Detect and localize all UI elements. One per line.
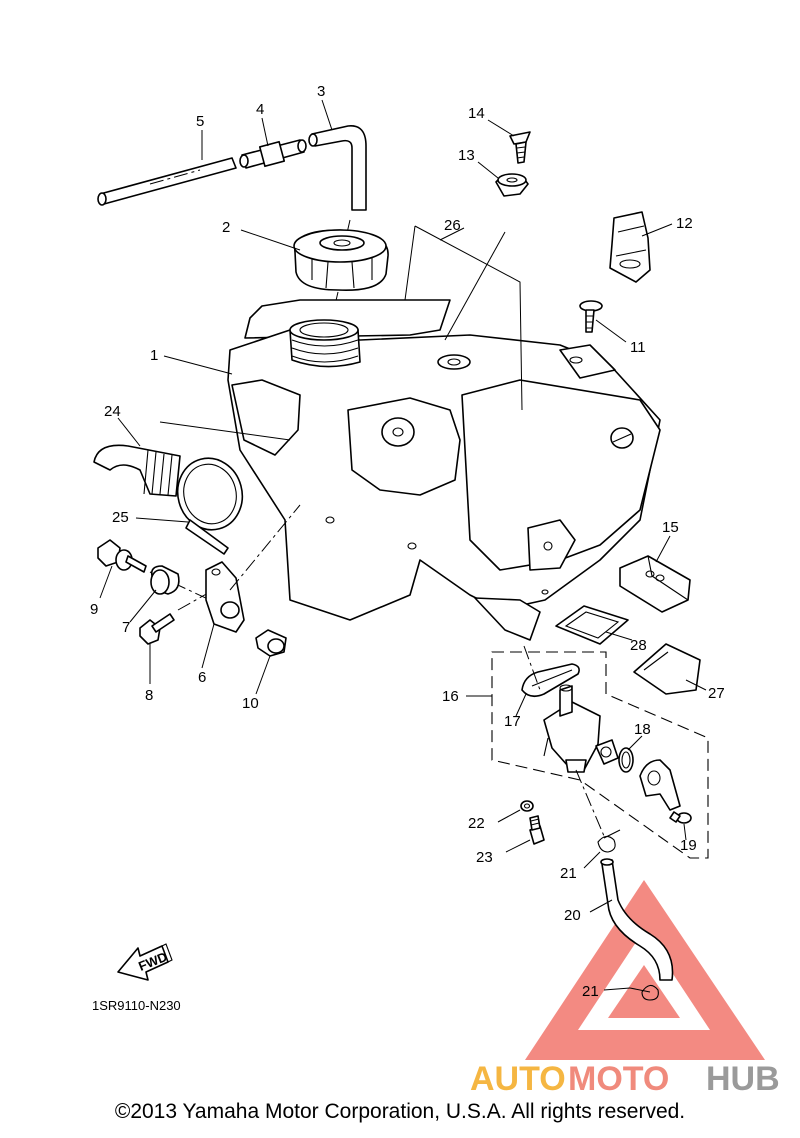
callout-6: 6: [198, 669, 206, 686]
callout-27: 27: [708, 685, 725, 702]
callout-5: 5: [196, 113, 204, 130]
watermark-brand-text: AUTO MOTO HUB: [470, 1060, 780, 1098]
part-16-fuel-cock-assembly-boundary: [491, 651, 709, 859]
callout-23: 23: [476, 849, 493, 866]
callout-numbers: 1 2 3 4 5 6 7 8 9 10 11 12 13 14 15 16 1…: [90, 83, 725, 1000]
part-24-damper-sleeve: [93, 421, 291, 497]
part-11-bolt: [579, 300, 603, 333]
part-18-o-ring: [618, 747, 634, 773]
fuel-cock-body: [543, 684, 619, 773]
callout-12: 12: [676, 215, 693, 232]
callout-4: 4: [256, 101, 264, 118]
part-14-screw: [509, 131, 531, 164]
callout-16: 16: [442, 688, 459, 705]
callout-8: 8: [145, 687, 153, 704]
callout-9: 9: [90, 601, 98, 618]
callout-10: 10: [242, 695, 259, 712]
part-17-gasket: [521, 645, 580, 698]
callout-15: 15: [662, 519, 679, 536]
part-4-check-valve: [239, 139, 307, 169]
part-23-bolt: [529, 815, 545, 845]
callout-17: 17: [504, 713, 521, 730]
part-20-fuel-hose: [600, 858, 674, 981]
callout-leader-lines: [99, 99, 707, 991]
callout-7: 7: [122, 619, 130, 636]
automotohub-watermark-logo: [525, 880, 765, 1060]
part-12-clip: [609, 211, 651, 283]
callout-26: 26: [444, 217, 461, 234]
part-19-screw: [669, 811, 692, 824]
part-10-collar: [255, 629, 287, 657]
callout-14: 14: [468, 105, 485, 122]
part-5-breather-hose: [97, 157, 237, 206]
part-2-fuel-tank-cap: [293, 229, 389, 319]
callout-18: 18: [634, 721, 651, 738]
watermark-text-moto: MOTO: [568, 1060, 669, 1098]
part-9-bolt-with-washer: [97, 539, 211, 601]
part-6-bracket: [205, 504, 301, 633]
part-28-protector-pad: [555, 605, 629, 645]
part-13-damper: [495, 173, 529, 197]
forward-direction-arrow: FWD: [117, 943, 173, 981]
callout-22: 22: [468, 815, 485, 832]
callout-25: 25: [112, 509, 129, 526]
callout-13: 13: [458, 147, 475, 164]
watermark-triangle: [525, 880, 765, 1060]
callout-21-upper: 21: [560, 865, 577, 882]
callout-20: 20: [564, 907, 581, 924]
part-8-bolt: [139, 591, 211, 645]
callout-11: 11: [630, 339, 646, 356]
part-7-collar: [150, 565, 180, 595]
part-25-tank-band: [176, 457, 244, 555]
part-22-washer: [520, 800, 534, 812]
part-21-hose-clip-lower: [629, 984, 659, 1001]
callout-19: 19: [680, 837, 697, 854]
part-15-damper-bracket: [619, 555, 691, 613]
part-27-protector-pad: [633, 643, 701, 695]
callout-28: 28: [630, 637, 647, 654]
part-21-hose-clip-upper: [575, 769, 621, 853]
copyright-notice: ©2013 Yamaha Motor Corporation, U.S.A. A…: [114, 1100, 686, 1123]
part-3-breather-elbow-hose: [308, 125, 367, 256]
fwd-label: FWD: [136, 949, 169, 974]
part-1-fuel-tank: [227, 299, 661, 641]
fuel-cock-lever: [639, 759, 681, 811]
part-26-decal: [404, 225, 523, 411]
watermark-text-auto: AUTO: [470, 1060, 566, 1098]
callout-21-lower: 21: [582, 983, 599, 1000]
watermark-text-hub: HUB: [706, 1060, 780, 1098]
diagram-code: 1SR9110-N230: [92, 998, 181, 1013]
callout-1: 1: [150, 347, 158, 364]
callout-24: 24: [104, 403, 121, 420]
callout-3: 3: [317, 83, 325, 100]
watermark-inner-triangle: [608, 965, 680, 1018]
callout-2: 2: [222, 219, 230, 236]
